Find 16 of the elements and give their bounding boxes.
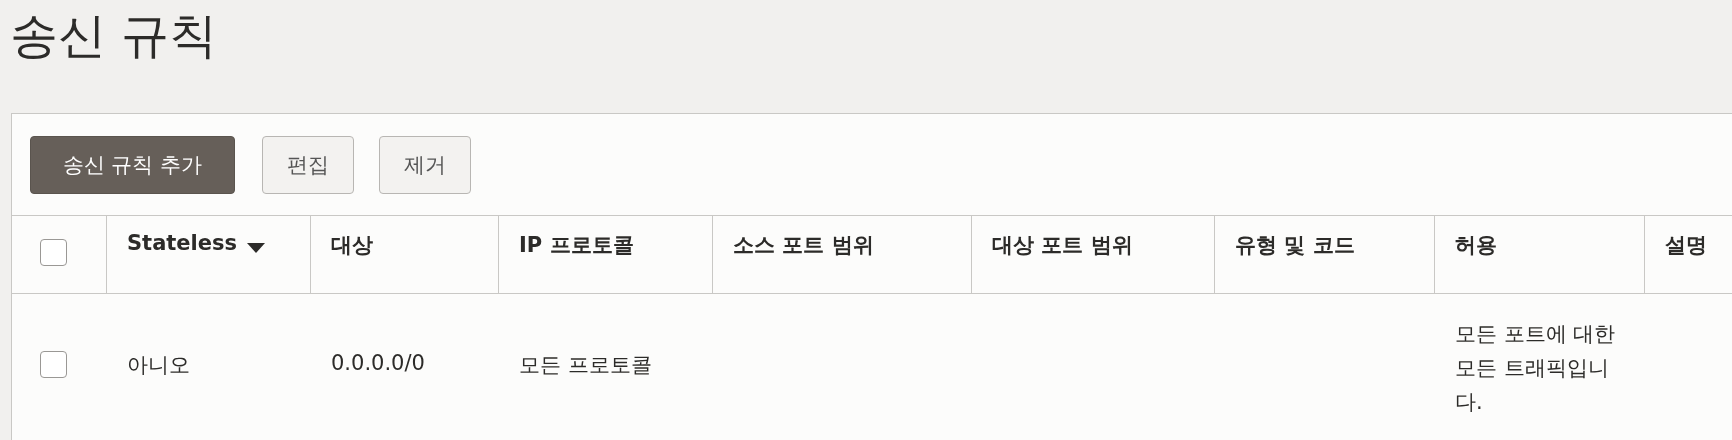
column-header: 소스 포트 범위	[733, 232, 874, 259]
table-cell-text: 모든 포트에 대한 모든 트래픽입니다.	[1455, 321, 1617, 416]
add-rule-button: 송신 규칙 추가	[30, 136, 235, 194]
column-header: 유형 및 코드	[1235, 232, 1355, 259]
remove-button: 제거	[379, 136, 471, 194]
column-header: 허용	[1455, 232, 1497, 259]
edit-button: 편집	[262, 136, 354, 194]
table-cell-text: 아니오	[127, 352, 190, 379]
page-title: 송신 규칙	[10, 6, 218, 65]
table-cell-text: 모든 프로토콜	[519, 352, 652, 379]
column-header: 대상 포트 범위	[992, 232, 1133, 259]
column-header: IP 프로토콜	[519, 232, 634, 259]
column-header: 설명	[1665, 232, 1707, 259]
column-header: 대상	[331, 232, 373, 259]
column-header: Stateless	[127, 231, 238, 255]
table-cell: 0.0.0.0/0	[331, 351, 425, 375]
